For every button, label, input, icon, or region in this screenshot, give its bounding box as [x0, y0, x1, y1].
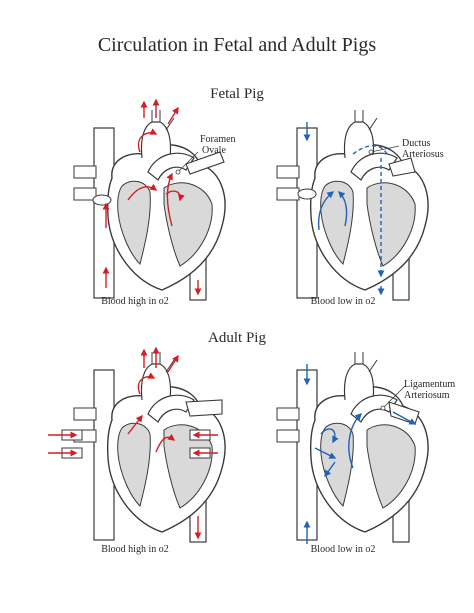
adult-low-heart: [276, 351, 429, 544]
page-title: Circulation in Fetal and Adult Pigs: [97, 34, 377, 56]
caption-adult-high: Blood high in o2: [101, 544, 169, 555]
label-foramen-ovale: Foramen Ovale: [200, 134, 236, 156]
section-title-adult: Adult Pig: [208, 330, 266, 346]
caption-adult-low: Blood low in o2: [310, 544, 376, 555]
fetal-low-heart: [276, 109, 429, 301]
caption-fetal-low: Blood low in o2: [310, 296, 376, 307]
ductus-label-line1: Ductus: [402, 138, 431, 149]
ductus-label-line2: Arteriosus: [402, 149, 444, 160]
foramen-label-line2: Ovale: [202, 145, 226, 156]
fetal-high-heart: [73, 98, 226, 301]
ligamentum-label-line1: Ligamentum: [404, 379, 456, 390]
section-title-fetal: Fetal Pig: [210, 86, 264, 102]
foramen-label-line1: Foramen: [200, 134, 236, 145]
label-ductus-arteriosus: Ductus Arteriosus: [402, 138, 444, 160]
caption-fetal-high: Blood high in o2: [101, 296, 169, 307]
adult-high-heart: [48, 346, 226, 543]
label-ligamentum-arteriosum: Ligamentum Arteriosum: [404, 379, 455, 401]
ligamentum-label-line2: Arteriosum: [404, 390, 450, 401]
